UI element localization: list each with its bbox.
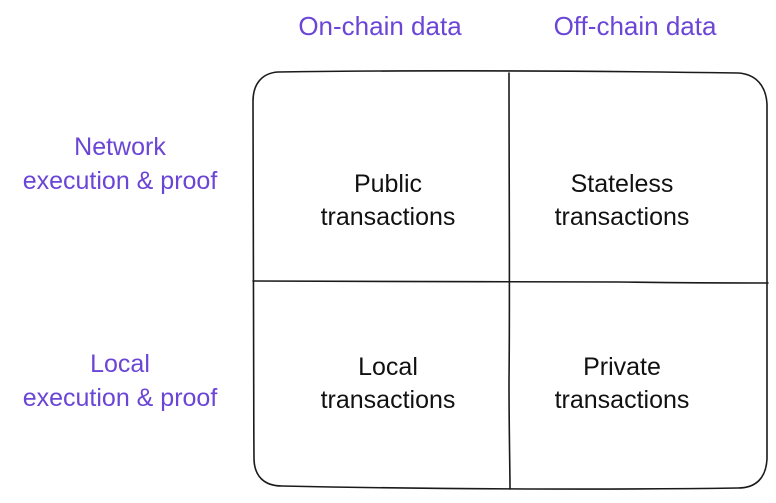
column-header-on-chain: On-chain data	[298, 11, 462, 41]
grid-horizontal-divider	[252, 280, 769, 284]
row-label-network-line-2: execution & proof	[22, 167, 218, 195]
cell-private-line-1: Private	[583, 353, 661, 381]
cell-stateless-line-1: Stateless	[570, 170, 674, 198]
cell-stateless-line-2: transactions	[554, 203, 690, 231]
cell-public-transactions: Public transactions	[268, 168, 508, 234]
cell-local-transactions: Local transactions	[268, 351, 508, 417]
grid-vertical-divider	[508, 72, 511, 490]
cell-local-line-2: transactions	[320, 386, 456, 414]
cell-public-line-2: transactions	[320, 203, 456, 231]
cell-public-line-1: Public	[353, 170, 423, 198]
cell-local-line-1: Local	[358, 353, 418, 381]
row-label-network: Network execution & proof	[0, 130, 240, 198]
row-label-network-line-1: Network	[74, 133, 166, 161]
row-label-local-line-2: execution & proof	[22, 384, 218, 412]
cell-stateless-transactions: Stateless transactions	[502, 168, 742, 234]
column-header-off-chain: Off-chain data	[553, 11, 717, 41]
cell-private-line-2: transactions	[554, 386, 690, 414]
row-label-local-line-1: Local	[90, 350, 150, 378]
cell-private-transactions: Private transactions	[502, 351, 742, 417]
row-label-local: Local execution & proof	[0, 347, 240, 415]
grid-outer-border	[252, 70, 769, 490]
